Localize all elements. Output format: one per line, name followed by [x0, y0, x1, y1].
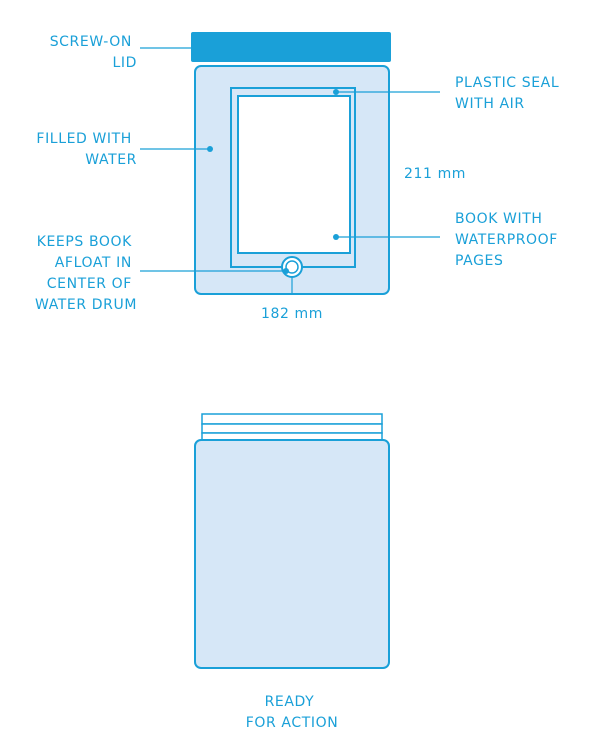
label-line: WATER — [85, 152, 137, 168]
dot-seal — [333, 89, 339, 95]
label-filled-with-water: FILLED WITH WATER — [36, 131, 137, 168]
container-ready — [194, 413, 390, 669]
label-line: WITH AIR — [455, 96, 525, 112]
label-line: PAGES — [455, 253, 503, 269]
leader-dots — [207, 89, 339, 274]
float-ring-inner — [285, 260, 299, 274]
label-width: 182 mm — [261, 306, 323, 322]
label-line: WATER DRUM — [35, 297, 137, 313]
label-line: READY — [265, 694, 315, 710]
label-keeps-afloat: KEEPS BOOK AFLOAT IN CENTER OF WATER DRU… — [35, 234, 137, 313]
book-page-edge — [201, 413, 383, 425]
label-line: BOOK WITH — [455, 211, 542, 227]
label-height: 211 mm — [404, 166, 466, 182]
label-line: SCREW-ON — [50, 34, 132, 50]
label-line: FILLED WITH — [36, 131, 132, 147]
label-line: KEEPS BOOK — [37, 234, 132, 250]
label-book-pages: BOOK WITH WATERPROOF PAGES — [455, 211, 563, 269]
book-pages — [237, 95, 351, 254]
label-line: AFLOAT IN — [55, 255, 132, 271]
leader-lines — [140, 47, 440, 293]
label-screw-on-lid: SCREW-ON LID — [50, 34, 137, 71]
label-line: LID — [112, 55, 137, 71]
dot-water — [207, 146, 213, 152]
label-plastic-seal: PLASTIC SEAL WITH AIR — [455, 75, 564, 112]
label-ready: READY FOR ACTION — [246, 694, 339, 731]
label-line: PLASTIC SEAL — [455, 75, 559, 91]
screw-on-lid — [191, 32, 391, 62]
book-page-edge — [201, 423, 383, 434]
ready-drum-body — [194, 439, 390, 669]
dot-float — [283, 268, 289, 274]
container-assembled — [191, 32, 391, 295]
dot-book — [333, 234, 339, 240]
label-line: FOR ACTION — [246, 715, 339, 731]
label-line: WATERPROOF — [455, 232, 558, 248]
label-line: CENTER OF — [47, 276, 132, 292]
